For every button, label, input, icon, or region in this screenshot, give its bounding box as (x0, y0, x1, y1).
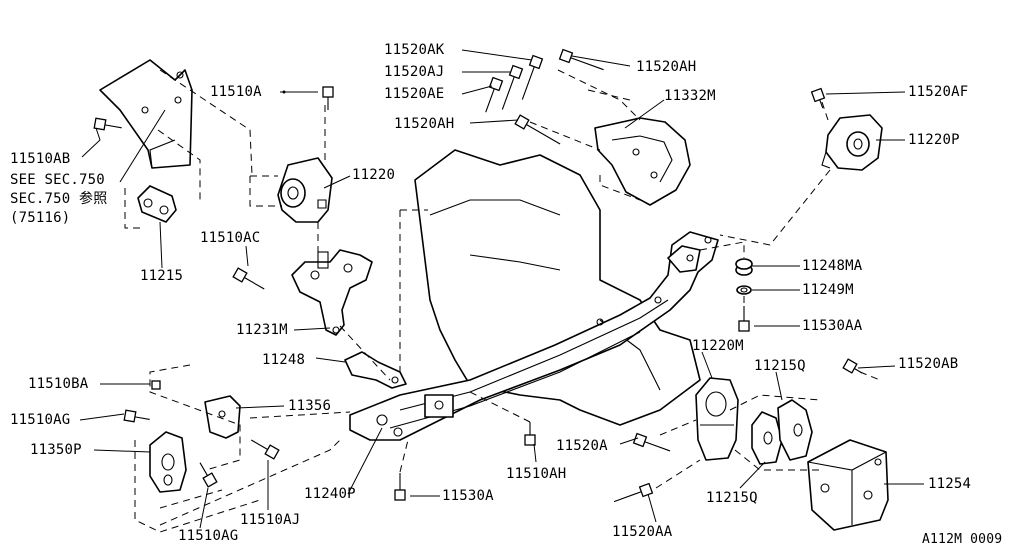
leader-dots (282, 90, 286, 94)
label-11520AK: 11520AK (384, 42, 445, 58)
plate-11215 (137, 185, 177, 223)
label-11254: 11254 (928, 476, 972, 492)
plate-11248 (344, 351, 407, 389)
label-11249M: 11249M (802, 282, 854, 298)
diagram-code: A112M 0009 (922, 532, 1003, 547)
washer-stack (735, 258, 753, 295)
label-11220M: 11220M (692, 338, 744, 354)
label-11220P: 11220P (908, 132, 960, 148)
label-11520AE: 11520AE (384, 86, 445, 102)
label-11510AH: 11510AH (506, 466, 567, 482)
label-11510AC: 11510AC (200, 230, 261, 246)
assembly-dashes (124, 69, 881, 533)
label-11240P: 11240P (304, 486, 356, 502)
label-11350P: 11350P (30, 442, 82, 458)
bracket-11332M (594, 117, 691, 206)
label-11520AJ: 11520AJ (384, 64, 445, 80)
label-sec-750-ref: SEC.750 参照 (10, 191, 108, 207)
label-11248MA: 11248MA (802, 258, 863, 274)
label-75116: (75116) (10, 210, 71, 226)
bracket-11356 (204, 395, 241, 439)
label-11220: 11220 (352, 167, 396, 183)
stopper-11215Q (751, 399, 813, 465)
leader-lines (79, 49, 924, 529)
mount-11220 (277, 157, 333, 223)
label-11510A: 11510A (210, 84, 262, 100)
bracket-11231M (291, 249, 373, 336)
label-11520AA: 11520AA (612, 524, 673, 540)
mount-11350P (149, 431, 187, 493)
label-11510AG-bottom: 11510AG (178, 528, 239, 544)
mount-11220P (821, 114, 883, 171)
label-11356: 11356 (288, 398, 332, 414)
label-11520AB: 11520AB (898, 356, 959, 372)
label-11520AF: 11520AF (908, 84, 969, 100)
label-11231M: 11231M (236, 322, 288, 338)
bracket-11254 (807, 439, 889, 531)
member-11240P (349, 231, 719, 441)
label-11510AJ: 11510AJ (240, 512, 301, 528)
mount-11220M (695, 377, 739, 461)
label-see-sec-750: SEE SEC.750 (10, 172, 105, 188)
label-11332M: 11332M (664, 88, 716, 104)
label-11530AA: 11530AA (802, 318, 863, 334)
label-11520AH-top: 11520AH (636, 59, 697, 75)
label-11530A: 11530A (442, 488, 494, 504)
label-11520A: 11520A (556, 438, 608, 454)
label-11520AH-left: 11520AH (394, 116, 455, 132)
body-brace (99, 59, 193, 169)
label-11248: 11248 (262, 352, 306, 368)
label-11215: 11215 (140, 268, 184, 284)
label-11215Q-bottom: 11215Q (706, 490, 758, 506)
label-11510BA: 11510BA (28, 376, 89, 392)
label-11215Q-top: 11215Q (754, 358, 806, 374)
label-11510AB: 11510AB (10, 151, 71, 167)
label-11510AG-left: 11510AG (10, 412, 71, 428)
